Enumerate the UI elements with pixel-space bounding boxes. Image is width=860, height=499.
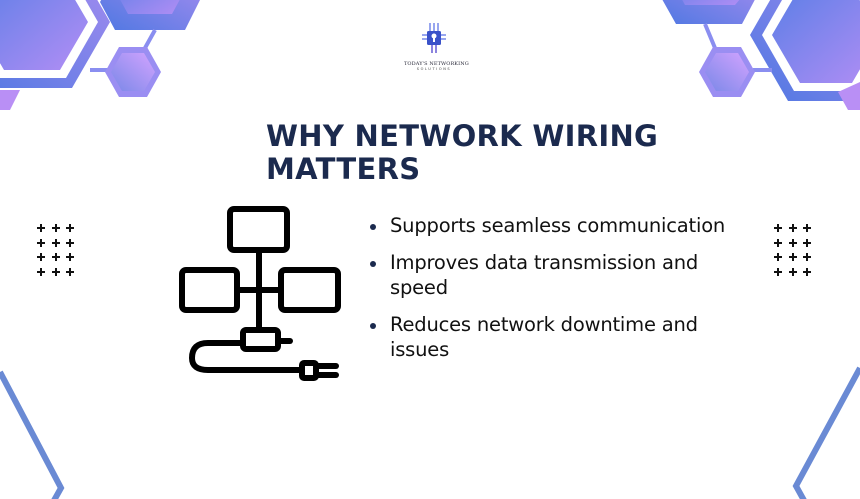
hexagon-shape: [662, 0, 755, 24]
hexagon-cluster-top-left: [0, 0, 200, 110]
hexagon-outline-bottom-left: [0, 370, 65, 499]
plus-icon: [787, 221, 802, 236]
plus-icon: [801, 265, 816, 280]
plus-icon: [772, 250, 787, 265]
bullet-text: Supports seamless communication: [390, 214, 726, 237]
plus-icon: [50, 236, 65, 251]
slide-title-line2: MATTERS: [266, 152, 421, 186]
company-logo: TODAY'S NETWORKING SOLUTIONS: [404, 22, 469, 72]
hexagon-shape: [111, 53, 155, 91]
hexagon-shape: [0, 90, 20, 110]
plus-grid-left: [35, 221, 79, 279]
hexagon-shape: [772, 0, 860, 83]
plus-icon: [787, 236, 802, 251]
bullet-dot: [370, 261, 376, 267]
bullet-text: Reduces network downtime and issues: [390, 313, 698, 361]
hexagon-cluster-top-right: [662, 0, 860, 110]
hexagon-shape: [0, 0, 88, 70]
plus-icon: [772, 265, 787, 280]
bullet-list: Supports seamless communication Improves…: [368, 213, 728, 374]
plus-icon: [35, 221, 50, 236]
plus-icon: [787, 250, 802, 265]
plus-icon: [50, 250, 65, 265]
plus-icon: [64, 250, 79, 265]
hexagon-outline-bottom-right: [792, 366, 860, 499]
circuit-lock-icon: [422, 23, 446, 53]
bullet-item: Improves data transmission and speed: [368, 250, 728, 300]
bullet-item: Reduces network downtime and issues: [368, 312, 728, 362]
plus-icon: [772, 236, 787, 251]
plus-icon: [35, 236, 50, 251]
hexagon-shape: [682, 0, 740, 5]
plus-icon: [50, 221, 65, 236]
logo-tagline: SOLUTIONS: [416, 67, 452, 71]
bullet-item: Supports seamless communication: [368, 213, 728, 238]
plus-icon: [35, 250, 50, 265]
bullet-text: Improves data transmission and speed: [390, 251, 699, 299]
plus-icon: [64, 236, 79, 251]
hexagon-shape: [705, 53, 749, 91]
plus-icon: [64, 221, 79, 236]
network-wiring-diagram-icon: [179, 206, 341, 381]
plus-icon: [50, 265, 65, 280]
bullet-dot: [370, 323, 376, 329]
plus-icon: [801, 250, 816, 265]
plus-icon: [801, 236, 816, 251]
slide-title-line1: WHY NETWORK WIRING: [266, 119, 659, 153]
plus-icon: [772, 221, 787, 236]
slide-title: WHY NETWORK WIRING MATTERS: [266, 120, 658, 186]
plus-grid-right: [772, 221, 816, 279]
hexagon-shape: [120, 0, 180, 14]
plus-icon: [64, 265, 79, 280]
plus-icon: [35, 265, 50, 280]
hexagon-shape: [838, 82, 860, 110]
plus-icon: [801, 221, 816, 236]
bullet-dot: [370, 224, 376, 230]
logo-name: TODAY'S NETWORKING: [404, 61, 469, 67]
plus-icon: [787, 265, 802, 280]
